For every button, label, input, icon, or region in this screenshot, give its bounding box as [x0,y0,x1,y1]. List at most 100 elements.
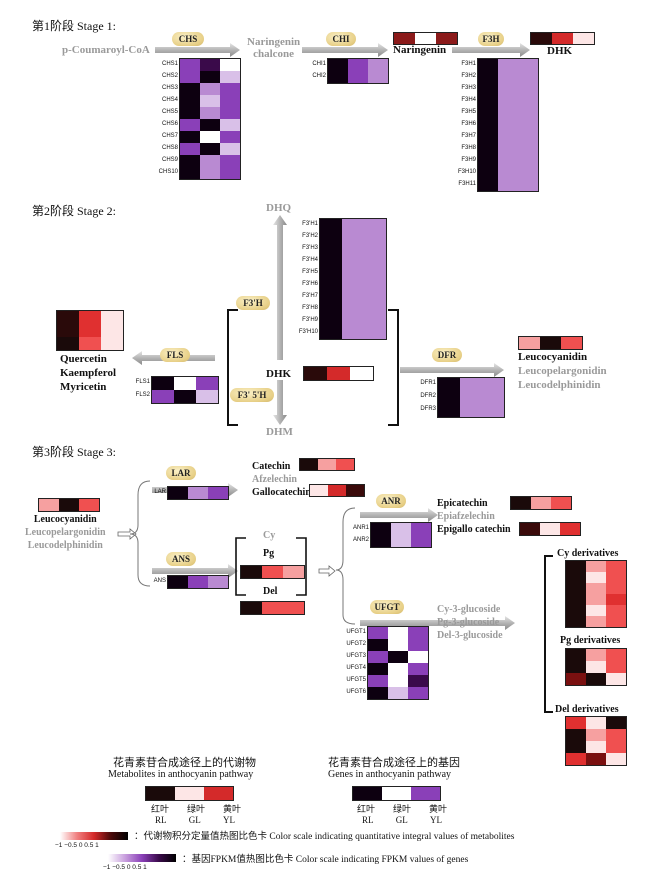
cell [566,605,586,616]
cell [320,303,342,315]
cell [180,131,200,143]
gene-label-f3h: F3H4 [461,97,476,103]
cell [586,673,606,685]
cell [368,687,388,699]
bracket-derivatives [544,555,553,713]
cell [200,131,220,143]
cell [518,131,538,143]
cell [168,576,188,588]
cell [200,71,220,83]
cell [350,367,373,380]
label-pg-derivatives: Pg derivatives [560,635,621,646]
heatmap-fls [151,376,219,404]
cell [408,687,428,699]
cell [566,561,586,572]
cell [566,594,586,605]
label-del-derivatives: Del derivatives [555,704,619,715]
cell [566,583,586,594]
cell [518,179,538,191]
gene-label-chi: CHI1 [312,61,326,67]
compound-leucopelargonidin: Leucopelargonidin [518,365,607,377]
gene-label-dfr: DFR1 [420,380,436,386]
cell [478,143,498,155]
cell [180,83,200,95]
heatmap-f3ph [319,218,387,340]
heatmap-lar [167,486,229,500]
cell [518,107,538,119]
cell [368,651,388,663]
cell [606,583,626,594]
cell [146,787,175,800]
heatmap-ufgt [367,626,429,700]
cell [200,167,220,179]
gene-label-f3h: F3H7 [461,133,476,139]
heatmap-chs [179,58,241,180]
cell [180,143,200,155]
gene-scale-ticks: −1 −0.5 0 0.5 1 [103,864,147,871]
cell [391,535,411,547]
cell [478,107,498,119]
cell [606,605,626,616]
cell [364,219,386,231]
cell [220,167,240,179]
heatmap-del-derivatives [565,716,627,766]
cell [220,143,240,155]
cell [364,255,386,267]
cell [478,179,498,191]
cell [411,535,431,547]
cell [566,729,586,741]
glucoside-names: Cy-3-glucoside Pg-3-glucoside Del-3-gluc… [437,603,503,642]
compound-epigallo: Epigallo catechin [437,524,511,535]
cell [152,377,174,390]
legend-gene-swatch [352,786,441,801]
cell [460,391,482,404]
cell [57,337,79,350]
arrow-anr [360,508,438,522]
cell [586,561,606,572]
gene-label-f3h: F3H6 [461,121,476,127]
cell [394,33,415,44]
cell [552,33,573,44]
cell [188,487,208,499]
cell [531,33,552,44]
cell [460,404,482,417]
compound-epicatechin: Epicatechin [437,498,488,509]
legend-metab-swatch [145,786,234,801]
label-yl-2: YL [429,815,442,825]
stage2-label: 第2阶段 Stage 2: [32,204,116,218]
compound-catechin: Catechin [252,461,291,472]
s3-compound-leucodelphinidin: Leucodelphinidin [27,540,103,551]
cell [320,243,342,255]
cell [606,649,626,661]
cell [200,119,220,131]
legend-metab-cn: 花青素苷合成途径上的代谢物 [113,757,256,769]
compound-gallocatechin: Gallocatechin [252,487,311,498]
cell [310,485,328,496]
cell [342,231,364,243]
cell [518,59,538,71]
heatmap-del [240,601,305,615]
cell [586,605,606,616]
cell [364,279,386,291]
stage3-label: 第3阶段 Stage 3: [32,445,116,459]
legend-gene-cn-cols: 红叶 绿叶 黄叶 [357,802,447,815]
enzyme-chi: CHI [326,32,356,46]
cell [208,576,228,588]
arrow-to-dhm [273,380,287,425]
cell [320,315,342,327]
cell [364,267,386,279]
cell [498,167,518,179]
gene-label-chs: CHS10 [158,169,178,175]
cell [606,753,626,765]
cell [566,661,586,673]
cell [411,787,440,800]
enzyme-dfr: DFR [432,348,462,362]
cell [408,663,428,675]
gene-label-chi: CHI2 [312,73,326,79]
cell [566,753,586,765]
gene-label-ufgt: UFGT4 [346,665,366,671]
cell [180,107,200,119]
